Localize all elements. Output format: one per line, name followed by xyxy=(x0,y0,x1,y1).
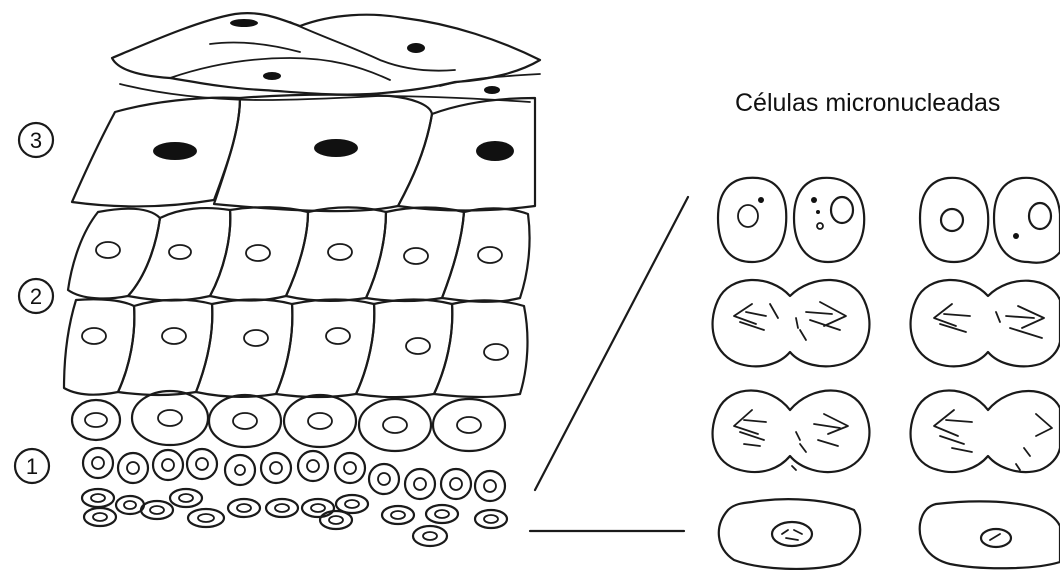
micronucleated-cells-title: Células micronucleadas xyxy=(735,89,1000,117)
nucleus-cell-left xyxy=(719,499,860,569)
anaphase-cell-right xyxy=(911,280,1060,366)
layer-marker-2: 2 xyxy=(19,279,53,313)
layer-1-round-cells xyxy=(72,391,505,451)
basal-lower-row xyxy=(82,489,507,546)
pointer-line-upper xyxy=(535,197,688,490)
basal-upper-row xyxy=(83,448,505,501)
micronucleated-pair-right xyxy=(920,178,1060,263)
micronucleated-pair-left xyxy=(718,178,864,262)
layer-marker-1-label: 1 xyxy=(26,454,38,479)
nucleus-cell-right xyxy=(920,501,1060,568)
layer-marker-3: 3 xyxy=(19,123,53,157)
superficial-flat-cells xyxy=(112,13,540,102)
anaphase-cell-left xyxy=(713,280,870,366)
layer-1-basal-cells xyxy=(82,448,507,546)
layer-3-squamous-cells xyxy=(72,95,535,211)
telophase-cell-right xyxy=(911,391,1060,473)
layer-marker-3-label: 3 xyxy=(30,128,42,153)
micronucleated-cells-panel xyxy=(713,178,1060,569)
layer-2-cells-lower-row xyxy=(64,299,527,397)
telophase-cell-left xyxy=(713,391,870,473)
layer-marker-1: 1 xyxy=(15,449,49,483)
layer-marker-2-label: 2 xyxy=(30,284,42,309)
layer-2-cells-upper-row xyxy=(68,207,530,302)
